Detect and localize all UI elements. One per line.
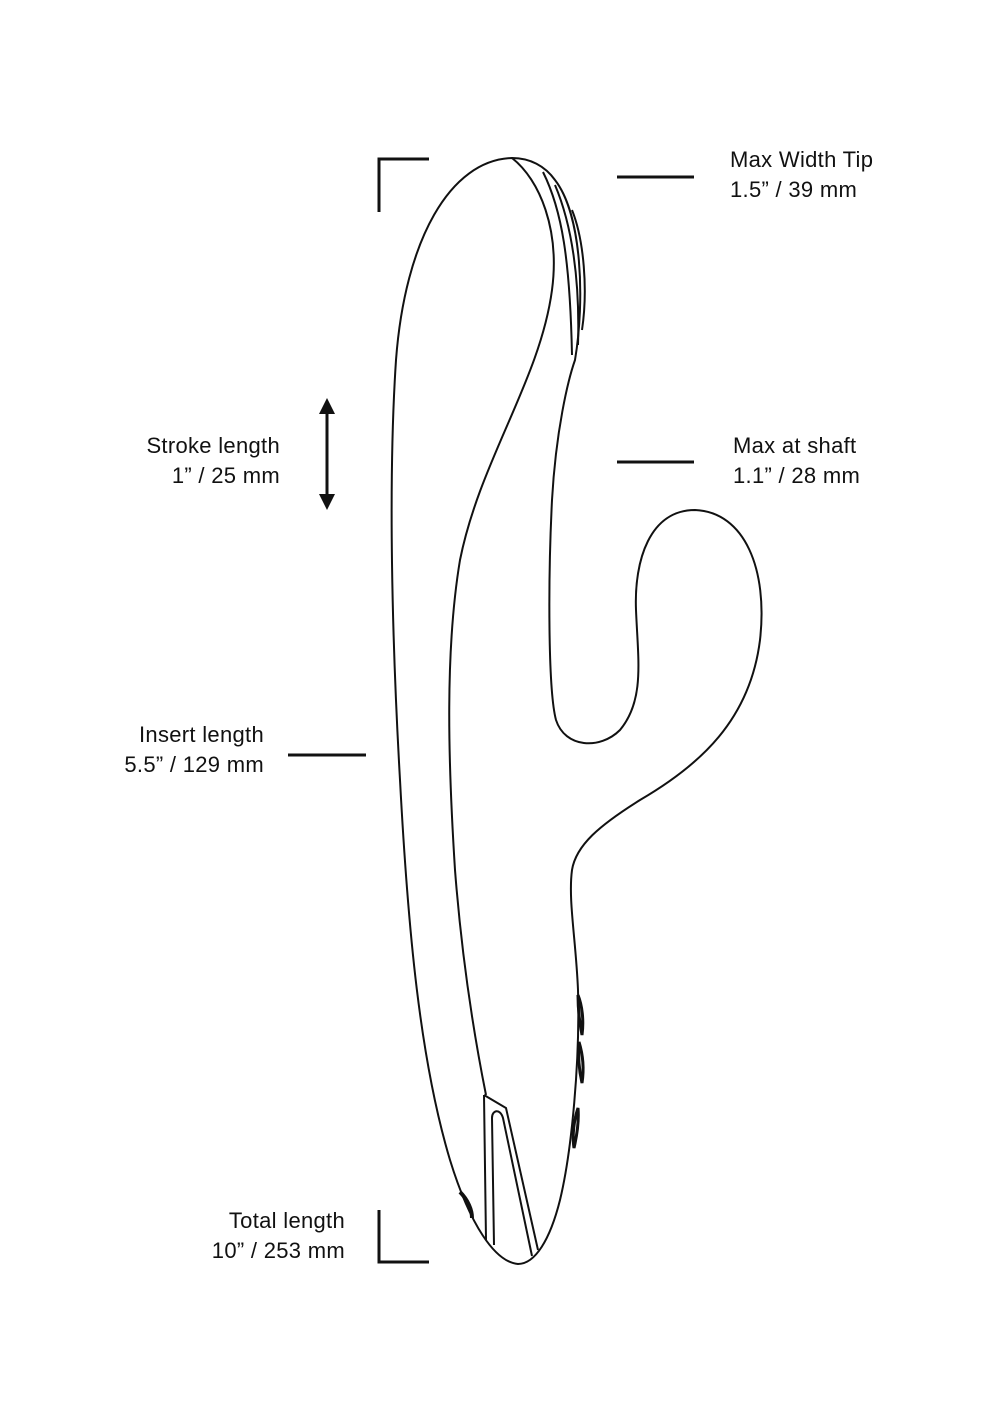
tip-inner-curve: [448, 157, 555, 1096]
button-1: [576, 994, 585, 1036]
insert-length-label: Insert length 5.5” / 129 mm: [124, 720, 264, 780]
max-width-tip-value: 1.5” / 39 mm: [730, 177, 858, 202]
base-groove-inner: [490, 1110, 533, 1257]
total-length-label: Total length 10” / 253 mm: [212, 1206, 345, 1266]
tip-button: [571, 209, 586, 331]
insert-length-value: 5.5” / 129 mm: [124, 752, 264, 777]
insert-length-title: Insert length: [139, 722, 264, 747]
base-button: [458, 1190, 474, 1219]
stroke-length-label: Stroke length 1” / 25 mm: [146, 431, 280, 491]
max-at-shaft-value: 1.1” / 28 mm: [733, 463, 861, 488]
max-width-tip-title: Max Width Tip: [730, 147, 874, 172]
base-groove-outer: [483, 1094, 539, 1251]
product-outline: [390, 156, 763, 1266]
button-2: [577, 1041, 585, 1084]
button-3: [571, 1107, 580, 1149]
max-at-shaft-title: Max at shaft: [733, 433, 857, 458]
max-width-tip-label: Max Width Tip 1.5” / 39 mm: [730, 145, 873, 205]
base-corner-bracket: [377, 1210, 429, 1264]
stroke-length-arrow-icon: [319, 398, 335, 510]
tip-band-1: [542, 171, 573, 356]
total-length-title: Total length: [228, 1208, 345, 1233]
stroke-length-value: 1” / 25 mm: [171, 463, 280, 488]
tip-corner-bracket: [377, 157, 429, 212]
total-length-value: 10” / 253 mm: [211, 1238, 345, 1263]
tip-band-2: [554, 184, 580, 346]
stroke-length-title: Stroke length: [146, 433, 280, 458]
max-at-shaft-label: Max at shaft 1.1” / 28 mm: [733, 431, 860, 491]
